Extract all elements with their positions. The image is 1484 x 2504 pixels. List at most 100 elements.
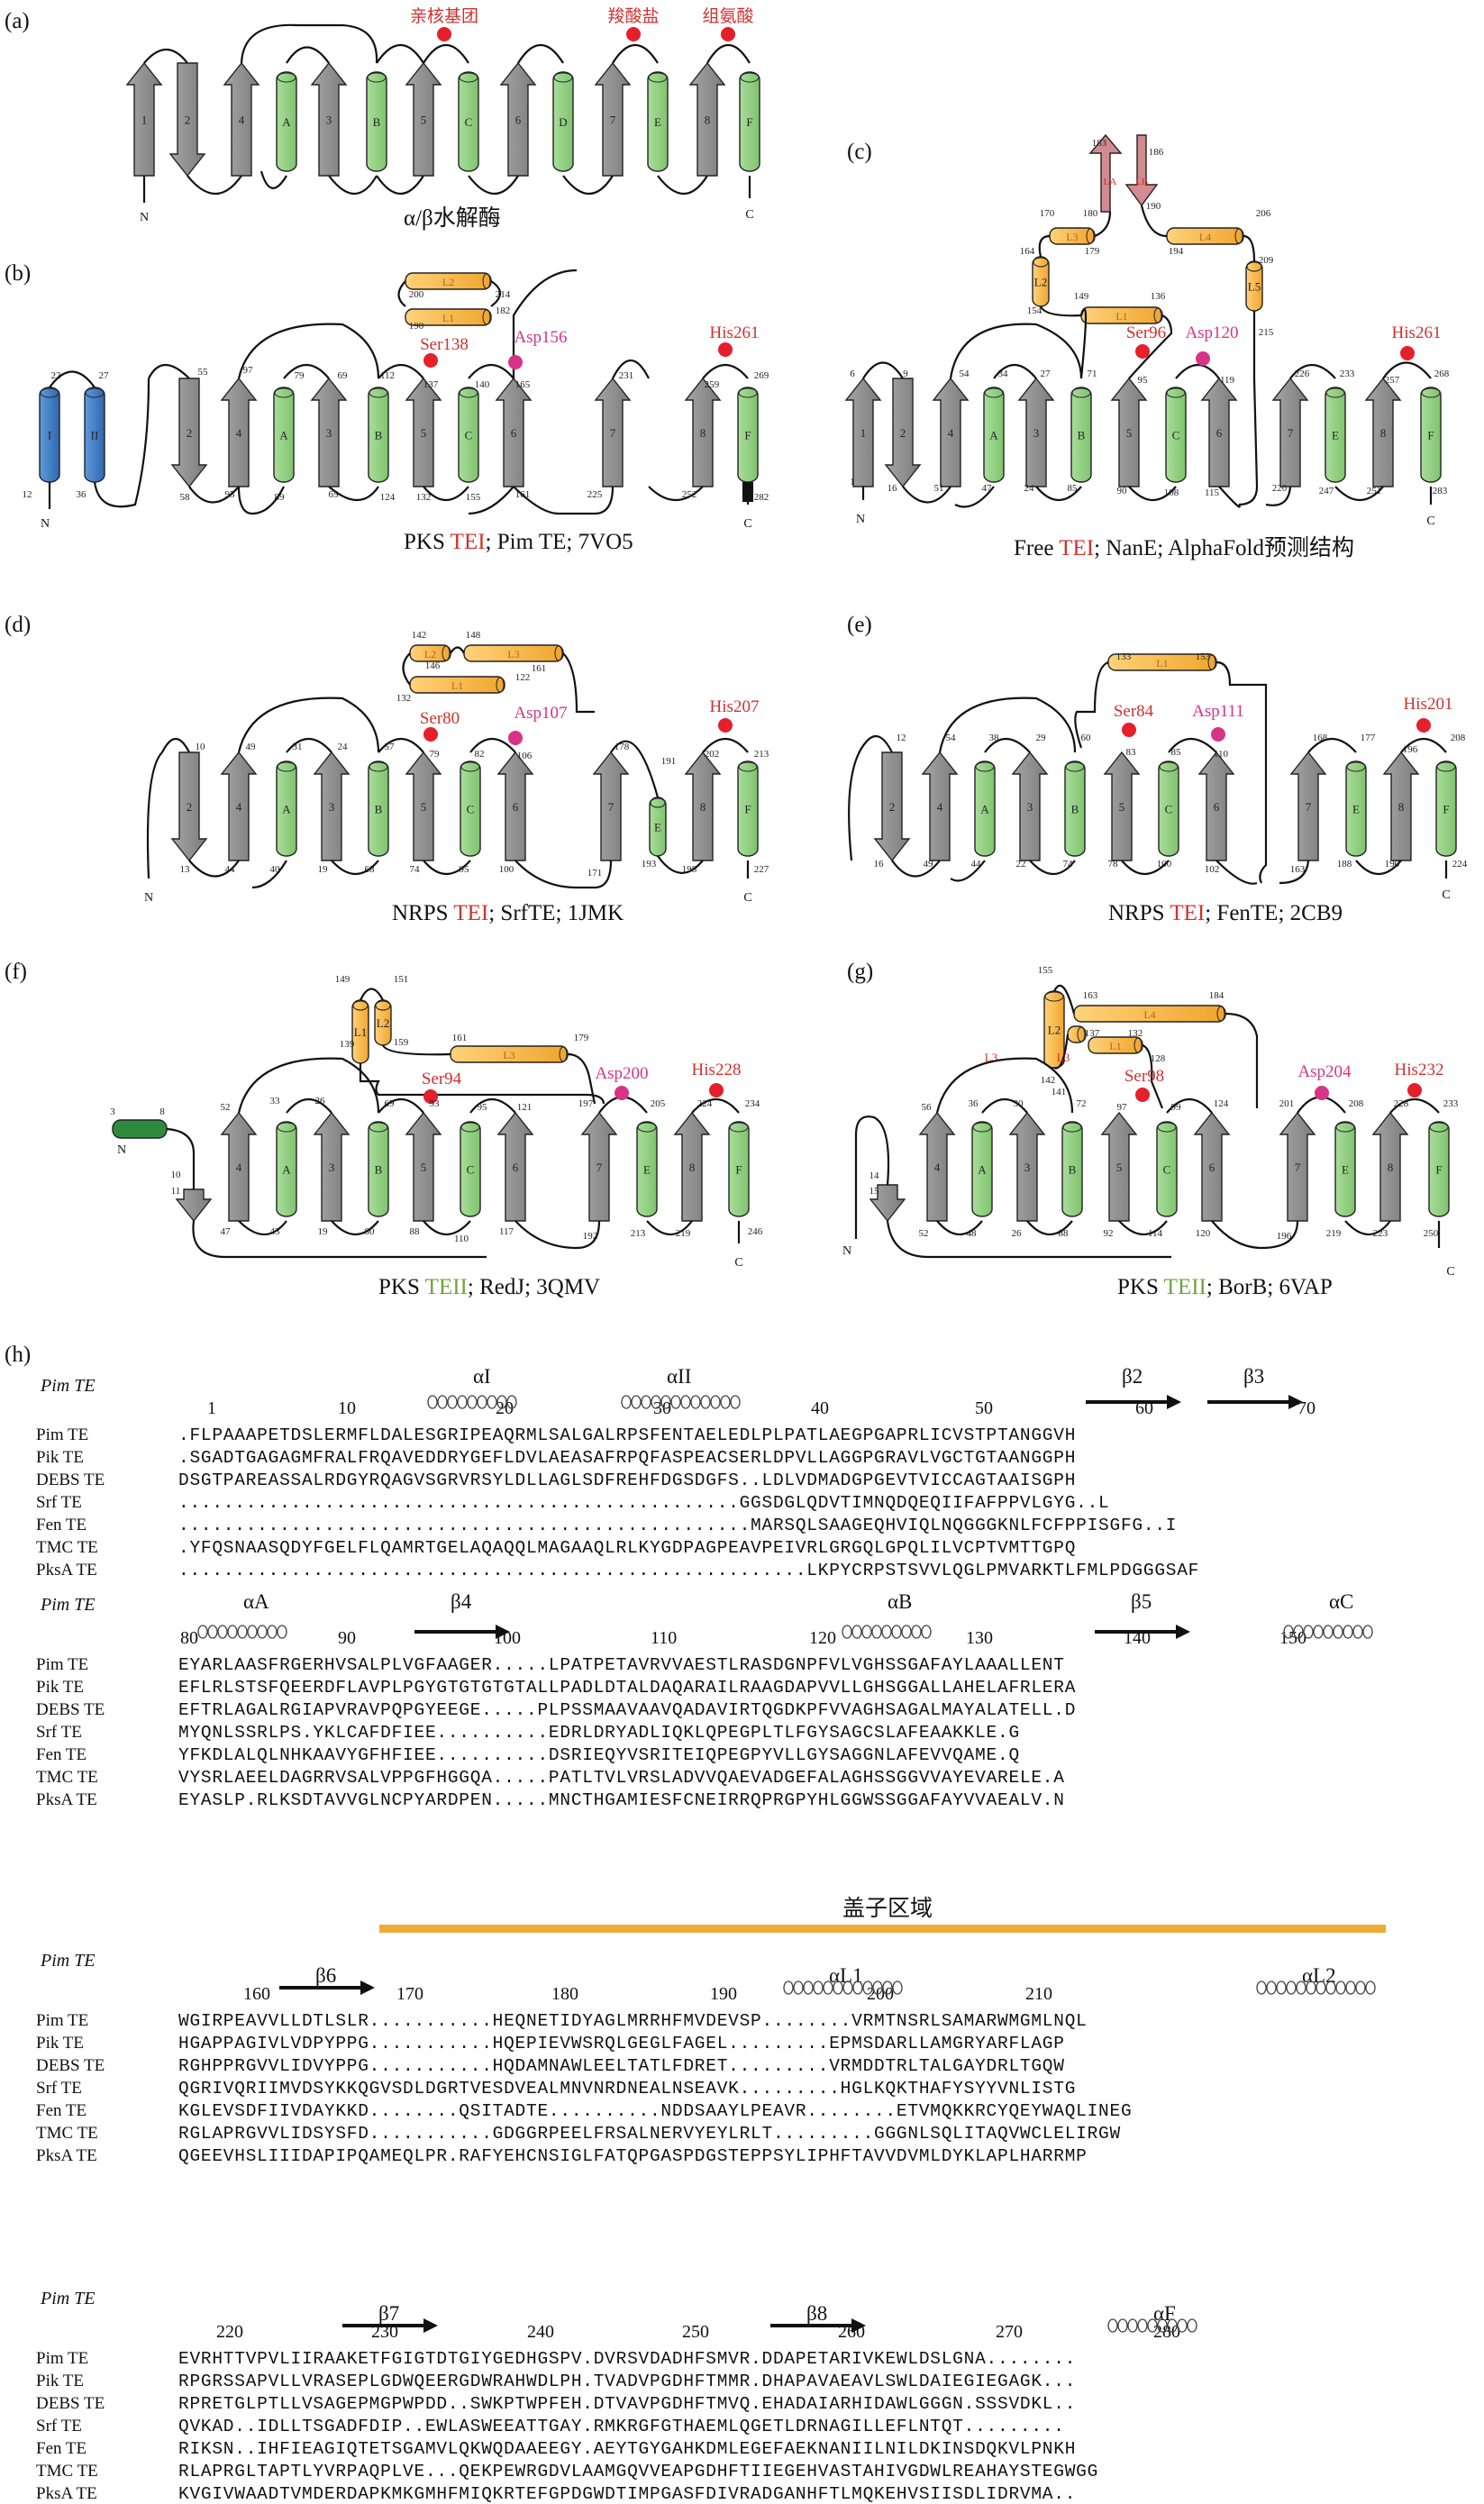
helix-coil — [1177, 2318, 1188, 2333]
residue-number: 85 — [1068, 483, 1079, 494]
sequence-name: PksA TE — [36, 2146, 97, 2165]
residue-number: 30 — [1014, 1098, 1024, 1109]
position-number: 1 — [207, 1398, 216, 1418]
alpha-helix — [1420, 387, 1442, 483]
residue-number: 24 — [338, 742, 349, 752]
beta-strand — [592, 751, 630, 861]
loop — [993, 364, 1037, 379]
residue-number: 117 — [499, 1226, 514, 1237]
strand-label: 6 — [1214, 800, 1220, 814]
helix-coil — [871, 1625, 882, 1639]
residue-number: 148 — [466, 630, 481, 641]
beta-strand — [170, 751, 208, 862]
residue-number: 122 — [515, 672, 531, 683]
loop — [1053, 1033, 1070, 1070]
caption-c: Free TEI; NanE; AlphaFold预测结构 — [1014, 536, 1354, 560]
alpha-helix — [458, 71, 479, 172]
lid-helix-label: L4 — [1199, 231, 1211, 243]
loop — [450, 646, 465, 654]
position-number: 190 — [710, 1984, 737, 2004]
helix-coil — [842, 1625, 852, 1639]
sequence-text: ........................................… — [178, 1516, 1178, 1535]
position-number: 280 — [1153, 2322, 1180, 2342]
helix-coil — [1293, 1625, 1304, 1639]
helix-cap — [459, 387, 478, 398]
beta-strand — [1103, 751, 1141, 861]
helix-coil — [247, 1625, 258, 1639]
loop — [381, 1044, 451, 1056]
helix-label: I — [48, 429, 51, 442]
sequence-text: EFTRLAGALRGIAPVRAVPQPGYEEGE.....PLPSSMAA… — [178, 1700, 1077, 1720]
beta-strand — [310, 61, 348, 177]
strand-label: 4 — [937, 800, 943, 814]
strand-label: 5 — [1119, 800, 1125, 814]
beta-strand — [873, 751, 911, 862]
loop — [612, 44, 659, 64]
sequence-name: PksA TE — [36, 1561, 97, 1580]
loop — [1094, 211, 1112, 238]
beta-strand — [1382, 751, 1420, 861]
residue-number: 112 — [380, 370, 395, 381]
residue-number: 142 — [1041, 1075, 1056, 1086]
helix-label: L2 — [377, 1016, 389, 1030]
helix-coil — [1276, 1980, 1287, 1995]
loop — [143, 49, 188, 64]
sequence-text: ........................................… — [178, 1493, 1110, 1513]
residue-number: 190 — [1146, 201, 1161, 212]
residue-number: 12 — [897, 733, 906, 743]
loop — [423, 1220, 471, 1235]
c-terminus-label: C — [743, 891, 751, 905]
residue-number: 71 — [1088, 369, 1097, 379]
alpha-helix — [273, 387, 295, 483]
helix-label: C — [1172, 429, 1180, 442]
loop — [1128, 314, 1173, 379]
loop — [187, 175, 242, 196]
helix-coil — [477, 1395, 487, 1409]
residue-number: 124 — [380, 492, 396, 503]
loop — [691, 1098, 740, 1114]
helix-cap — [972, 1122, 992, 1133]
residue-number: 40 — [270, 864, 281, 875]
residue-number: 194 — [1169, 246, 1184, 257]
helix-coil — [621, 1395, 632, 1409]
beta-strand — [220, 377, 258, 487]
residue-number: 224 — [1452, 859, 1468, 870]
helix-coil — [852, 1980, 863, 1995]
panel-label-c: (c) — [847, 140, 872, 164]
catalytic-residue — [437, 27, 451, 41]
helix-cap — [1325, 387, 1345, 398]
strand-label: 6 — [511, 426, 517, 440]
residue-number: 48 — [967, 1228, 978, 1239]
beta-strand — [884, 378, 922, 488]
helix-label: A — [980, 803, 989, 816]
caption-f: PKS TEII; RedJ; 3QMV — [378, 1275, 601, 1299]
sse-label: αF — [1153, 2302, 1176, 2325]
beta-strand — [310, 377, 348, 487]
residue-number: 88 — [1059, 1228, 1070, 1239]
sequence-text: .SGADTGAGAGMFRALFRQAVEDDRYGEFLDVLAEASAFR… — [178, 1448, 1077, 1468]
helix-label: B — [375, 429, 383, 442]
residue-number: 213 — [631, 1228, 646, 1239]
loop — [192, 1220, 487, 1259]
c-terminus-label: C — [734, 1256, 742, 1270]
residue-number: 97 — [243, 365, 254, 376]
reference-label: Pim TE — [41, 1595, 96, 1615]
residue-number: 161 — [452, 1033, 468, 1043]
beta-strand — [580, 1111, 618, 1222]
beta-strand — [594, 61, 632, 177]
helix-coil — [207, 1625, 218, 1639]
sse-label: β5 — [1131, 1590, 1152, 1613]
beta-strand — [495, 377, 533, 487]
loop — [1079, 308, 1088, 379]
loop — [1029, 860, 1076, 875]
residue-number: 192 — [583, 1231, 598, 1242]
loop — [286, 738, 332, 753]
helix-label: LB — [1135, 177, 1148, 187]
helix-label: E — [1352, 803, 1360, 816]
alpha-helix — [1156, 1121, 1178, 1217]
loop — [1289, 364, 1336, 379]
helix-coil — [1256, 1980, 1267, 1995]
beta-strand — [1017, 377, 1055, 487]
residue-number: 3 — [110, 1106, 115, 1117]
loop — [1121, 860, 1170, 875]
